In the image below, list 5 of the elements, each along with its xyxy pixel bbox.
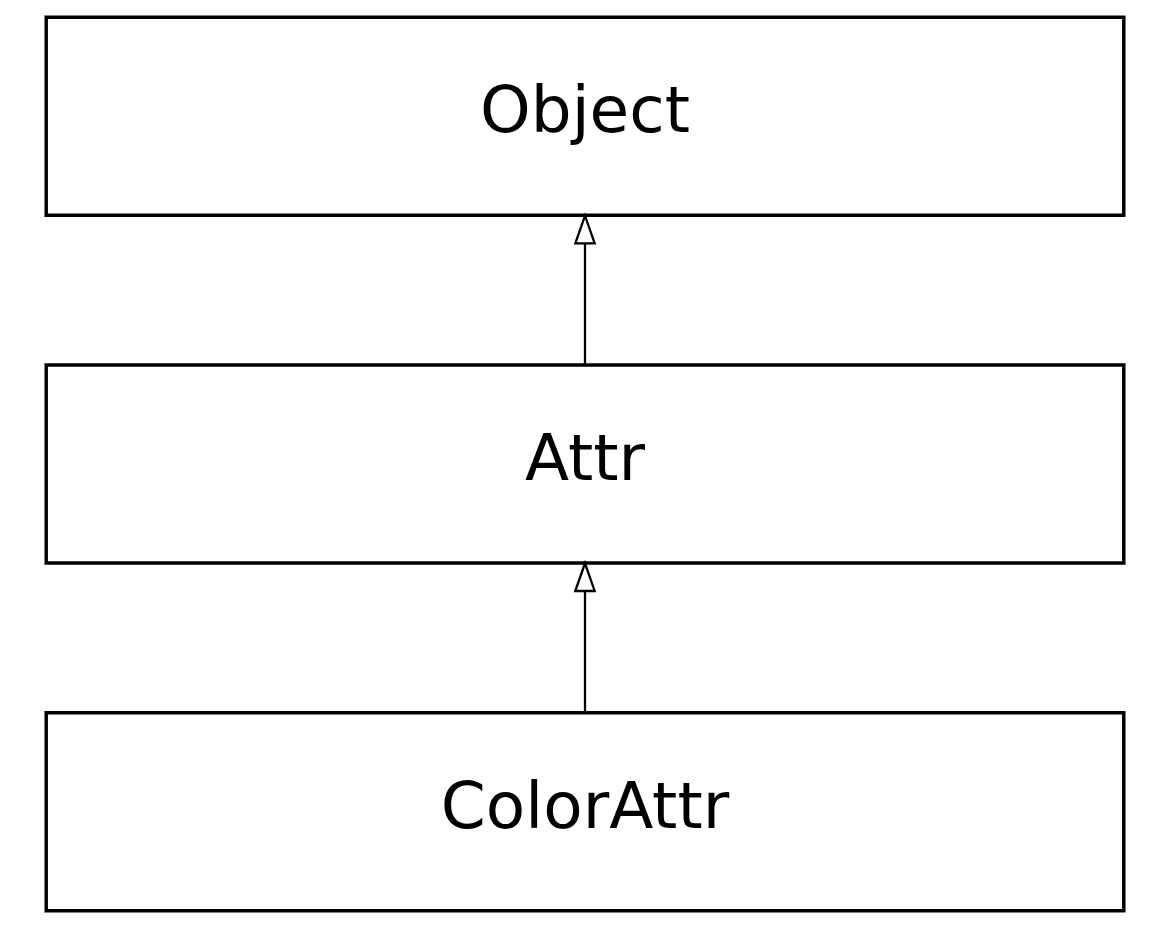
node-box: Object (44, 15, 1125, 218)
arrow (573, 559, 596, 712)
arrow (573, 212, 596, 365)
node-box: ColorAttr (44, 710, 1125, 913)
node-box: Attr (44, 363, 1125, 565)
